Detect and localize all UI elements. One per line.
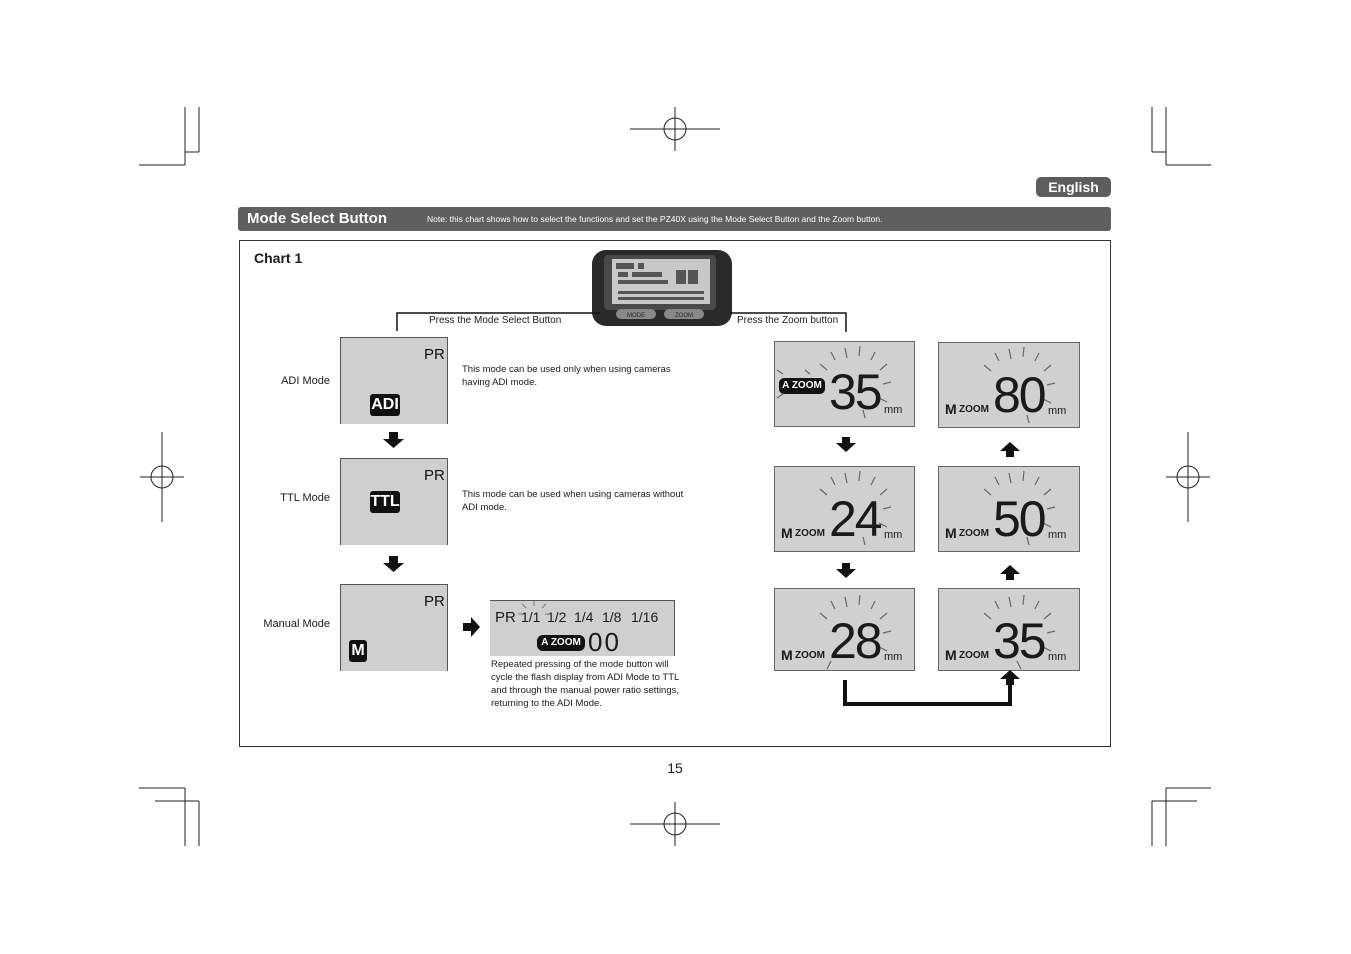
ttl-mode-label: TTL Mode [280,492,330,504]
down-arrow-icon [383,556,404,572]
zoom-unit: mm [1048,405,1067,417]
ttl-mode-display: PR TTL [340,458,448,545]
flash-unit-illustration: MODE ZOOM [592,250,732,326]
pr-indicator: PR [424,593,445,610]
ttl-mode-description: This mode can be used when using cameras… [462,489,684,513]
zoom-unit: mm [884,529,903,541]
up-arrow-icon [1000,442,1020,457]
flashing-rays-icon [983,346,1056,424]
manual-mode-label: Manual Mode [263,618,330,630]
ttl-badge: TTL [370,491,400,513]
zoom-display-a35: A ZOOM 35 mm [774,341,915,427]
flashing-rays-icon [819,470,892,546]
zoom-unit: mm [1048,529,1067,541]
down-arrow-icon [836,563,856,578]
zoom-display-m80: M ZOOM 80 mm [938,342,1080,428]
up-arrow-icon [1000,565,1020,580]
ratio-1-16: 1/16 [631,609,659,625]
ratio-1-2: 1/2 [547,609,567,625]
adi-badge: ADI [370,394,400,416]
adi-mode-description: This mode can be used only when using ca… [462,364,671,388]
flashing-indicator-icon [518,601,550,615]
press-mode-label: Press the Mode Select Button [429,315,562,326]
zoom-value: 28 [829,613,883,669]
pr-indicator: PR [424,467,445,484]
zoom-label: ZOOM [959,528,989,539]
chart-title: Chart 1 [254,250,303,266]
section-note: Note: this chart shows how to select the… [427,214,883,224]
zoom-prefix: M [945,401,957,417]
flashing-rays-icon [983,594,1056,670]
down-arrow-icon [836,437,856,452]
zoom-prefix: M [781,525,793,541]
adi-mode-label: ADI Mode [281,375,330,387]
return-loop-line [843,680,1012,706]
chart-frame [239,240,1111,747]
manual-badge: M [349,640,367,662]
ratio-1-1: 1/1 [521,609,541,625]
zoom-prefix: M [945,647,957,663]
up-arrow-icon [1000,670,1020,685]
zoom-value: 80 [993,367,1047,423]
zoom-prefix: M [781,647,793,663]
zoom-label: ZOOM [795,650,825,661]
flashing-rays-icon [983,470,1056,546]
zoom-digits: 00 [588,627,621,657]
zoom-display-m35: M ZOOM 35 mm [938,588,1080,671]
ratio-1-8: 1/8 [602,609,622,625]
zoom-value: 35 [829,364,883,420]
zoom-label: ZOOM [795,528,825,539]
zoom-label: ZOOM [959,404,989,415]
manual-power-display: PR 1/1 1/2 1/4 1/8 1/16 A ZOOM 00 [490,600,675,656]
pr-indicator: PR [495,609,516,626]
flashing-rays-icon [819,594,892,670]
zoom-value: 35 [993,613,1047,669]
zoom-unit: mm [884,651,903,663]
zoom-unit: mm [1048,651,1067,663]
section-title: Mode Select Button [247,210,388,227]
zoom-value: 24 [829,491,883,547]
ratio-1-4: 1/4 [574,609,594,625]
zoom-prefix: M [945,525,957,541]
svg-text:MODE: MODE [627,313,645,319]
press-zoom-label: Press the Zoom button [737,315,839,326]
adi-mode-display: PR ADI [340,337,448,424]
svg-text:ZOOM: ZOOM [675,313,693,319]
zoom-label: ZOOM [959,650,989,661]
zoom-badge: A ZOOM [537,635,585,651]
page-number: 15 [667,760,683,776]
section-header: Mode Select Button Note: this chart show… [238,207,1111,231]
manual-cycle-description: Repeated pressing of the mode button wil… [491,659,680,709]
zoom-display-m24: M ZOOM 24 mm [774,466,915,552]
zoom-display-m50: M ZOOM 50 mm [938,466,1080,552]
language-badge: English [1036,177,1111,197]
down-arrow-icon [383,432,404,448]
pr-indicator: PR [424,346,445,363]
zoom-value: 50 [993,491,1047,547]
zoom-unit: mm [884,404,903,416]
manual-mode-display: PR M [340,584,448,671]
right-arrow-icon [463,617,480,637]
flashing-rays-icon [776,345,892,419]
zoom-prefix-badge: A ZOOM [779,378,825,394]
zoom-display-m28: M ZOOM 28 mm [774,588,915,671]
